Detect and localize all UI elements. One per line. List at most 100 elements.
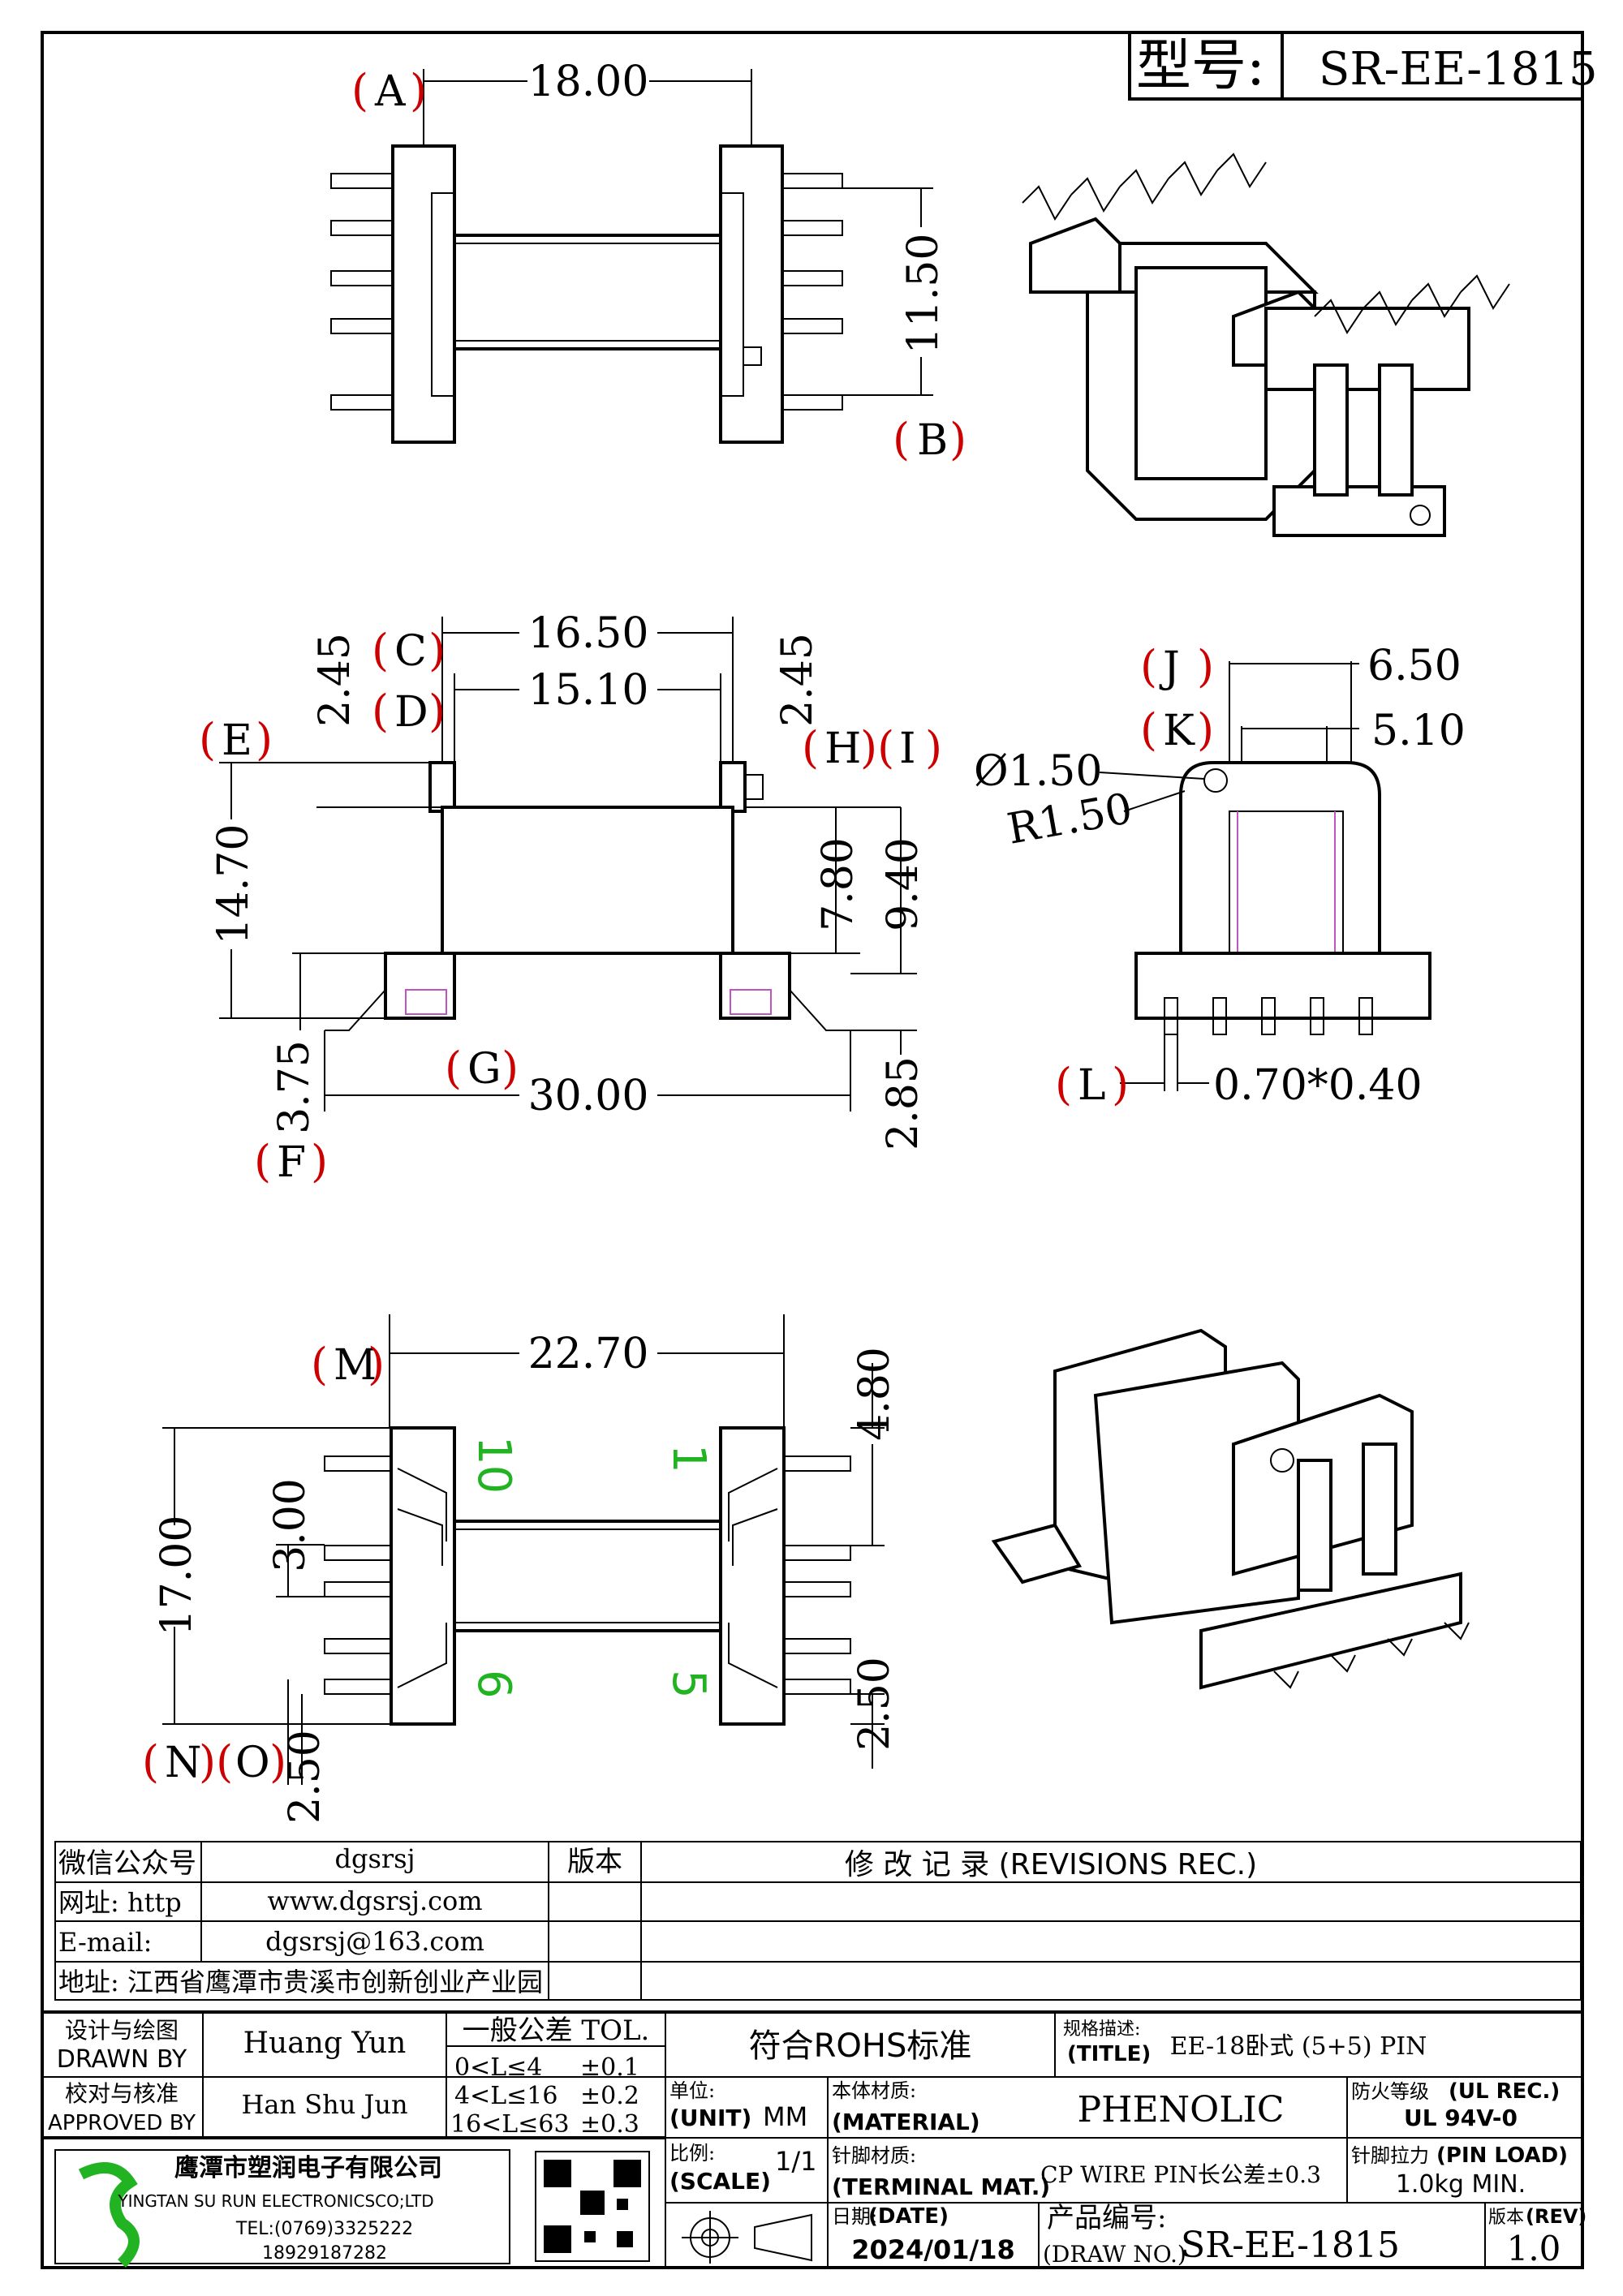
dim-250-right: 2.50 bbox=[850, 1657, 899, 1751]
svg-text:)(: )( bbox=[199, 1736, 233, 1787]
svg-text:(: ( bbox=[1140, 704, 1157, 755]
svg-text:(: ( bbox=[199, 714, 216, 765]
ref-a: A bbox=[374, 67, 407, 116]
dim-j-value: 6.50 bbox=[1367, 642, 1462, 690]
flame-en: (UL REC.) bbox=[1449, 2079, 1560, 2104]
dim-i-value: 9.40 bbox=[879, 837, 928, 931]
ref-c: C bbox=[394, 627, 427, 676]
wechat-label: 微信公众号 bbox=[58, 1847, 196, 1880]
side-view: 6.50 5.10 ( J ) ( K ) Ø1.50 R1.50 0.70*0… bbox=[974, 641, 1466, 1110]
dim-480-value: 4.80 bbox=[850, 1347, 899, 1441]
company-tel: TEL:(0769)3325222 bbox=[235, 2219, 413, 2239]
pin-10-label: 10 bbox=[467, 1436, 520, 1494]
dim-g-value: 30.00 bbox=[528, 1072, 649, 1120]
title-block: 设计与绘图 DRAWN BY Huang Yun 校对与核准 APPROVED … bbox=[41, 2010, 1586, 2269]
date-value: 2024/01/18 bbox=[851, 2234, 1015, 2265]
bottom-view: 10 1 6 5 22.70 ( M ) 17.00 3.00 4.80 2.5… bbox=[142, 1314, 899, 1824]
pin-6-label: 6 bbox=[467, 1670, 520, 1699]
ref-g: G bbox=[467, 1045, 502, 1094]
approved-cn: 校对与核准 bbox=[65, 2080, 179, 2107]
dim-3-value: 3.00 bbox=[266, 1478, 315, 1572]
svg-text:(: ( bbox=[1055, 1059, 1072, 1110]
isometric-view-bottom bbox=[991, 1328, 1470, 1690]
svg-text:): ) bbox=[256, 714, 273, 765]
email-label: E-mail: bbox=[58, 1927, 152, 1958]
unit-en: (UNIT) bbox=[669, 2105, 751, 2131]
unit-value: MM bbox=[763, 2101, 807, 2132]
dim-m-value: 22.70 bbox=[528, 1330, 649, 1378]
drawno-value: SR-EE-1815 bbox=[1181, 2225, 1400, 2266]
pinload-value: 1.0kg MIN. bbox=[1396, 2170, 1526, 2199]
flame-value: UL 94V-0 bbox=[1404, 2105, 1518, 2131]
web-value: www.dgsrsj.com bbox=[267, 1885, 482, 1916]
svg-text:(: ( bbox=[802, 722, 819, 773]
rev-cn: 版本 bbox=[1488, 2208, 1524, 2228]
address: 地址: 江西省鹰潭市贵溪市创新创业产业园 bbox=[58, 1967, 543, 1997]
svg-text:): ) bbox=[502, 1043, 519, 1094]
material-cn: 本体材质: bbox=[832, 2079, 916, 2102]
dim-c-value: 16.50 bbox=[528, 609, 649, 658]
dim-l-value: 0.70*0.40 bbox=[1213, 1061, 1423, 1110]
dim-245-left: 2.45 bbox=[311, 633, 359, 727]
svg-text:(: ( bbox=[372, 625, 389, 676]
dim-a-value: 18.00 bbox=[528, 58, 649, 106]
model-header: 型号: SR-EE-1815 bbox=[1128, 31, 1598, 101]
terminal-value: CP WIRE PIN长公差±0.3 bbox=[1040, 2161, 1321, 2188]
wechat-value: dgsrsj bbox=[334, 1843, 415, 1874]
rev-en: (REV) bbox=[1526, 2205, 1586, 2228]
tol-range-1: 0<L≤4 bbox=[454, 2053, 542, 2082]
date-cn: 日期: bbox=[832, 2205, 877, 2228]
date-en: (DATE) bbox=[868, 2204, 949, 2229]
email-value: dgsrsj@163.com bbox=[265, 1926, 484, 1957]
top-view: 18.00 ( A ) 11.50 ( B ) bbox=[330, 58, 966, 465]
svg-text:(: ( bbox=[893, 414, 910, 465]
dim-f-value: 3.75 bbox=[270, 1040, 319, 1134]
tol-value-3: ±0.3 bbox=[580, 2110, 639, 2139]
ref-j: J bbox=[1159, 643, 1180, 692]
material-value: PHENOLIC bbox=[1078, 2089, 1285, 2130]
model-value: SR-EE-1815 bbox=[1319, 43, 1598, 96]
flame-cn: 防火等级 bbox=[1351, 2080, 1429, 2103]
drawno-cn: 产品编号: bbox=[1047, 2202, 1166, 2234]
svg-text:): ) bbox=[925, 722, 942, 773]
dim-b-value: 11.50 bbox=[899, 234, 948, 355]
tol-range-3: 16<L≤63 bbox=[450, 2110, 570, 2139]
ref-n: N bbox=[165, 1739, 202, 1787]
company-en: YINGTAN SU RUN ELECTRONICSCO;LTD bbox=[117, 2191, 433, 2211]
svg-text:): ) bbox=[368, 1339, 385, 1390]
svg-text:): ) bbox=[269, 1736, 286, 1787]
front-view: 16.50 15.10 ( C ) ( D ) 2.45 2.45 ( E ) … bbox=[199, 609, 942, 1187]
spec-value: EE-18卧式 (5+5) PIN bbox=[1170, 2032, 1427, 2061]
svg-text:(: ( bbox=[142, 1736, 159, 1787]
dim-250-bottom: 2.50 bbox=[281, 1730, 329, 1824]
ref-k: K bbox=[1163, 707, 1195, 755]
dim-245-right: 2.45 bbox=[773, 633, 822, 727]
ref-d: D bbox=[394, 688, 428, 737]
tol-value-2: ±0.2 bbox=[580, 2082, 639, 2110]
pin-5-label: 5 bbox=[662, 1670, 715, 1699]
pinload-en: (PIN LOAD) bbox=[1436, 2143, 1568, 2168]
ref-f: F bbox=[277, 1138, 306, 1187]
drawno-en: (DRAW NO.) bbox=[1043, 2241, 1186, 2268]
dim-285: 2.85 bbox=[879, 1056, 928, 1150]
ref-o: O bbox=[235, 1739, 270, 1787]
pinload-cn: 针脚拉力 bbox=[1351, 2144, 1429, 2167]
svg-text:(: ( bbox=[351, 65, 368, 116]
ref-i: I bbox=[899, 724, 916, 773]
spec-en: (TITLE) bbox=[1067, 2042, 1151, 2066]
ref-m: M bbox=[334, 1341, 377, 1390]
scale-en: (SCALE) bbox=[669, 2168, 771, 2195]
pin-1-label: 1 bbox=[662, 1444, 715, 1473]
svg-text:): ) bbox=[428, 686, 446, 737]
version-label: 版本 bbox=[567, 1846, 622, 1878]
unit-cn: 单位: bbox=[669, 2079, 715, 2102]
svg-text:): ) bbox=[1197, 641, 1214, 692]
web-label: 网址: http bbox=[58, 1887, 182, 1918]
svg-text:): ) bbox=[1197, 704, 1214, 755]
projection-symbol-icon bbox=[682, 2211, 812, 2264]
drawn-by-name: Huang Yun bbox=[243, 2027, 407, 2060]
svg-text:): ) bbox=[410, 65, 427, 116]
svg-text:(: ( bbox=[311, 1339, 328, 1390]
approved-en: APPROVED BY bbox=[48, 2111, 196, 2135]
svg-text:): ) bbox=[428, 625, 446, 676]
